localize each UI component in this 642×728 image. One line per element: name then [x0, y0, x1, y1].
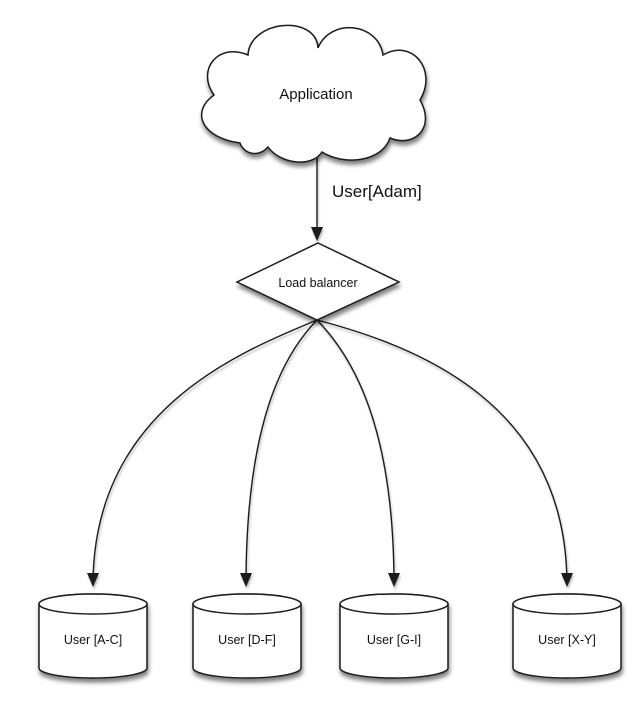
edge-loadbalancer-to-shard-df	[240, 319, 318, 587]
edge-loadbalancer-to-shard-ac	[87, 319, 318, 587]
cylinder-top	[192, 593, 302, 615]
node-shard-ac	[38, 593, 148, 679]
edges	[87, 157, 573, 587]
shard-df-label: User [D-F]	[218, 633, 276, 647]
load-balancer-label: Load balancer	[278, 276, 357, 290]
node-shard-df	[192, 593, 302, 679]
cylinder-top	[512, 593, 622, 615]
shard-xy-label: User [X-Y]	[538, 633, 596, 647]
edge-user-adam-label: User[Adam]	[332, 182, 422, 201]
edge-loadbalancer-to-shard-xy	[316, 319, 573, 587]
shard-gi-label: User [G-I]	[367, 633, 421, 647]
shard-ac-label: User [A-C]	[64, 633, 122, 647]
diamond-shape	[235, 242, 401, 321]
application-label: Application	[279, 86, 352, 103]
node-shard-gi	[339, 593, 449, 679]
cloud-shape	[201, 24, 427, 163]
cylinder-top	[339, 593, 449, 615]
cylinder-top	[38, 593, 148, 615]
node-shard-xy	[512, 593, 622, 679]
edge-loadbalancer-to-shard-gi	[316, 319, 400, 587]
node-application	[201, 24, 427, 163]
node-load-balancer	[235, 242, 401, 321]
